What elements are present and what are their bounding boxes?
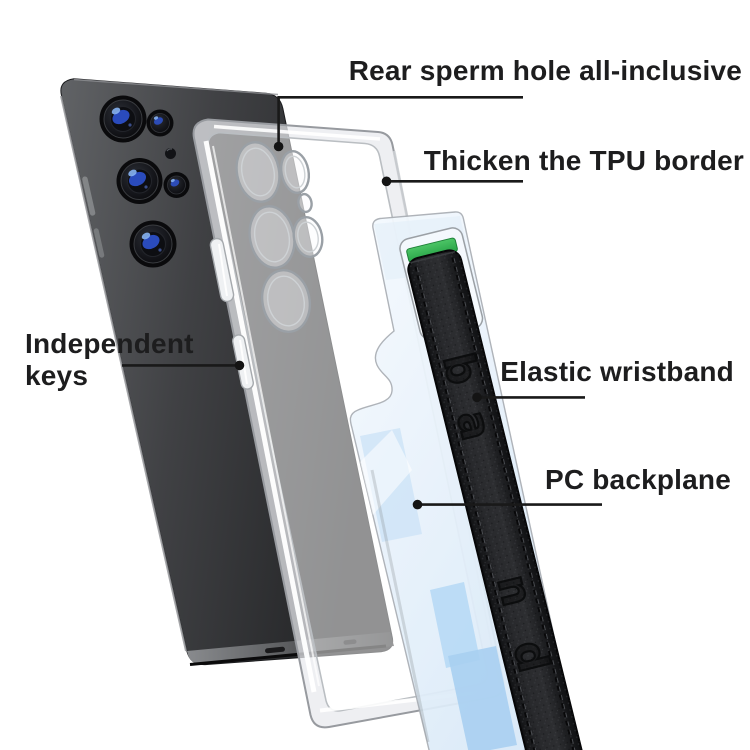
phone-camera-lens-large-3 xyxy=(129,220,177,268)
strap-stitching-left-glint xyxy=(416,267,549,750)
strap-stitching-right-glint xyxy=(453,258,586,750)
case-key-glint xyxy=(239,339,248,385)
backplane-fold-line xyxy=(370,469,430,743)
backplane-film-reflection xyxy=(430,582,480,668)
label-tpu-border: Thicken the TPU border xyxy=(423,145,744,176)
case-camera-ring-inner xyxy=(284,155,306,189)
case-camera-ring-inner xyxy=(240,147,276,197)
strap-stitching-left xyxy=(414,266,548,750)
phone-top-edge-highlight xyxy=(73,78,279,96)
case-camera-ring-inner xyxy=(266,275,306,327)
leader-line-rear-hole xyxy=(277,96,523,144)
case-camera-ring-inner xyxy=(297,221,319,253)
phone-camera-lens-large-2 xyxy=(116,158,163,204)
backplane-film-reflection xyxy=(448,646,517,750)
leader-dot-pc-backplane xyxy=(412,499,423,510)
phone-camera-lens-small-2 xyxy=(163,172,190,198)
label-rear-hole: Rear sperm hole all-inclusive xyxy=(348,55,742,86)
leader-dot-independent-keys xyxy=(234,360,245,371)
case-camera-ring-small-1 xyxy=(279,150,311,194)
label-pc-backplane: PC backplane xyxy=(544,464,731,495)
wristband-strap-texture xyxy=(408,250,590,750)
case-camera-ring-large-3 xyxy=(260,269,312,333)
phone-camera-flash xyxy=(165,148,176,159)
label-elastic-wristband: Elastic wristband xyxy=(500,356,734,387)
phone-side-button xyxy=(93,228,105,258)
case-flash-hole xyxy=(297,192,313,214)
label-independent-keys: Independent keys xyxy=(25,328,194,392)
phone-side-button xyxy=(82,176,96,216)
case-edge-glint xyxy=(212,145,320,687)
case-camera-ring-inner xyxy=(253,211,291,263)
case-edge-glint xyxy=(213,124,381,141)
leader-dot-tpu-border xyxy=(381,176,392,187)
phone-camera-lens-large-1 xyxy=(99,95,147,143)
case-edge-glint xyxy=(203,140,317,693)
strap-top-highlight xyxy=(410,251,456,264)
case-key-glint xyxy=(218,243,228,297)
phone-camera-lens-small-1 xyxy=(146,109,174,137)
phone-bottom-port xyxy=(265,646,285,654)
strap-stitching-right xyxy=(451,257,585,750)
phone-left-edge-highlight xyxy=(60,95,187,652)
wristband-assembly: b a n d xyxy=(399,227,591,750)
leader-dot-rear-hole xyxy=(273,141,284,152)
leader-dot-elastic-wristband xyxy=(472,392,482,403)
